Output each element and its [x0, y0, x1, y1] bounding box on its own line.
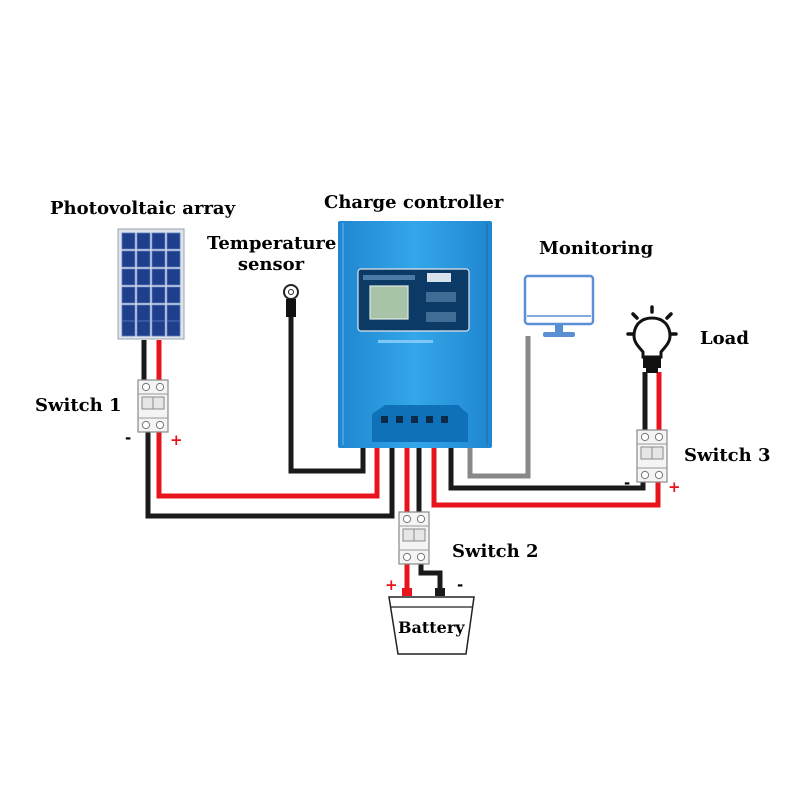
load-negative-wire [448, 446, 646, 491]
switch3-minus-sign: - [624, 474, 631, 492]
switch2-label: Switch 2 [452, 541, 539, 562]
monitoring-label: Monitoring [539, 238, 654, 259]
switch2-breaker-switch-icon[interactable] [398, 511, 430, 565]
load-positive-wire [431, 446, 661, 508]
temp-sensor-label-line1: Temperature [207, 233, 337, 254]
charge-controller-icon [338, 221, 492, 448]
light-bulb-icon [626, 305, 678, 373]
battery-plus-sign: + [385, 576, 398, 594]
switch1-plus-sign: + [170, 431, 183, 449]
temp-sensor-label: Temperature sensor [207, 233, 337, 275]
switch1-label: Switch 1 [35, 395, 122, 416]
battery-icon [388, 588, 475, 655]
switch1-positive-wire [156, 432, 380, 499]
switch1-breaker-switch-icon[interactable] [137, 379, 169, 433]
battery-negative-wire-lower [418, 564, 443, 591]
temp-sensor-label-line2: sensor [237, 253, 305, 275]
pv-array-label: Photovoltaic array [50, 198, 236, 219]
temp-sensor-wire [288, 316, 366, 474]
switch3-plus-sign: + [668, 478, 681, 496]
temperature-probe-icon [283, 284, 299, 317]
solar-panel-icon [117, 228, 185, 340]
load-label: Load [700, 328, 749, 349]
battery-label: Battery [398, 618, 465, 637]
wires [141, 316, 662, 591]
switch1-negative-wire [145, 432, 395, 519]
monitoring-wire [467, 336, 531, 479]
switch3-label: Switch 3 [684, 445, 771, 466]
switch1-minus-sign: - [125, 429, 132, 447]
battery-minus-sign: - [457, 576, 464, 594]
charge-controller-label: Charge controller [324, 192, 504, 213]
switch3-breaker-switch-icon[interactable] [636, 429, 668, 483]
monitor-icon [523, 274, 595, 337]
